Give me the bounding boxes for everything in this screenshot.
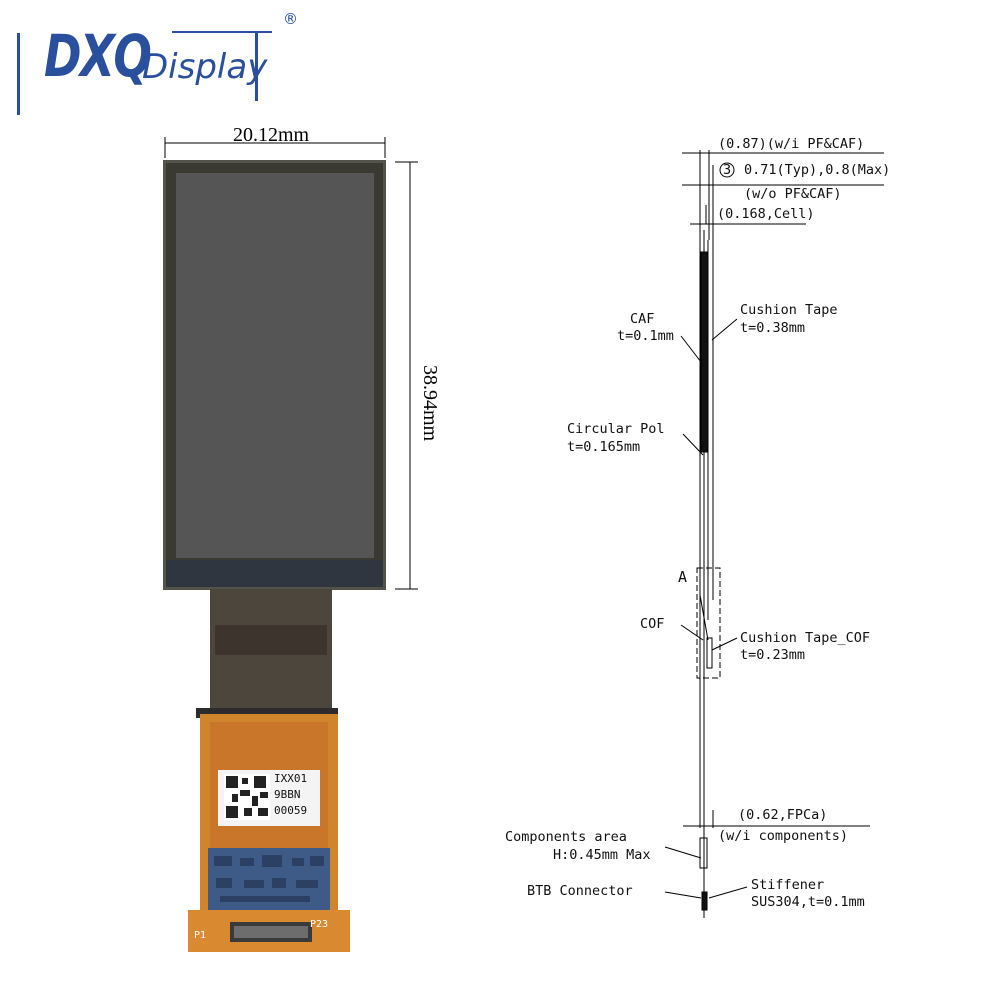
logo-top-line bbox=[172, 31, 272, 33]
fpc-marker-p1: P1 bbox=[194, 930, 207, 941]
circular-pol-label: Circular Pol bbox=[567, 421, 665, 437]
index-circle bbox=[719, 162, 735, 178]
logo-accent-bar-right bbox=[255, 33, 258, 101]
registered-mark: ® bbox=[283, 10, 298, 28]
cushion-tape-cof-label: Cushion Tape_COF bbox=[740, 630, 871, 646]
fpc-marker-p23: P23 bbox=[310, 919, 329, 930]
detail-a-mark: A bbox=[678, 568, 688, 586]
label-line-1: IXX01 bbox=[274, 772, 308, 785]
cushion-tape-label: Cushion Tape bbox=[740, 302, 838, 318]
thickness-with-film: (0.87)(w/i PF&CAF) bbox=[718, 136, 865, 152]
panel-bottom-edge bbox=[166, 560, 383, 587]
btb-connector-label: BTB Connector bbox=[527, 883, 633, 899]
cof-ic bbox=[215, 625, 327, 655]
circular-pol-thickness: t=0.165mm bbox=[567, 439, 641, 455]
index-mark: 3 bbox=[723, 162, 732, 178]
stiffener-label: Stiffener bbox=[751, 877, 825, 893]
qr-code bbox=[224, 774, 270, 820]
logo-accent-bar bbox=[17, 33, 20, 115]
label-line-2: 9BBN bbox=[274, 788, 301, 801]
dimension-lines bbox=[164, 137, 418, 590]
fpca-thickness: (0.62,FPCa) bbox=[738, 807, 828, 823]
components-area-height: H:0.45mm Max bbox=[553, 847, 651, 863]
components-area-label: Components area bbox=[505, 829, 627, 845]
fpc-joint bbox=[196, 708, 338, 718]
thickness-typical: 0.71(Typ),0.8(Max) bbox=[744, 162, 891, 178]
fpc-components bbox=[214, 855, 324, 902]
stiffener-spec: SUS304,t=0.1mm bbox=[751, 894, 865, 910]
cushion-tape-thickness: t=0.38mm bbox=[740, 320, 806, 336]
label-line-3: 00059 bbox=[274, 804, 308, 817]
width-dimension: 20.12mm bbox=[233, 124, 310, 146]
thickness-without-film: (w/o PF&CAF) bbox=[744, 186, 842, 202]
caf-label: CAF bbox=[630, 311, 655, 327]
logo-wordmark: Display bbox=[142, 47, 268, 87]
cof-label: COF bbox=[640, 616, 665, 632]
caf-thickness: t=0.1mm bbox=[617, 328, 674, 344]
cushion-tape-cof-thickness: t=0.23mm bbox=[740, 647, 806, 663]
logo-mark: DXQ bbox=[44, 22, 152, 90]
active-area bbox=[176, 173, 374, 558]
fpca-note: (w/i components) bbox=[718, 828, 849, 844]
cell-thickness: (0.168,Cell) bbox=[717, 206, 815, 222]
